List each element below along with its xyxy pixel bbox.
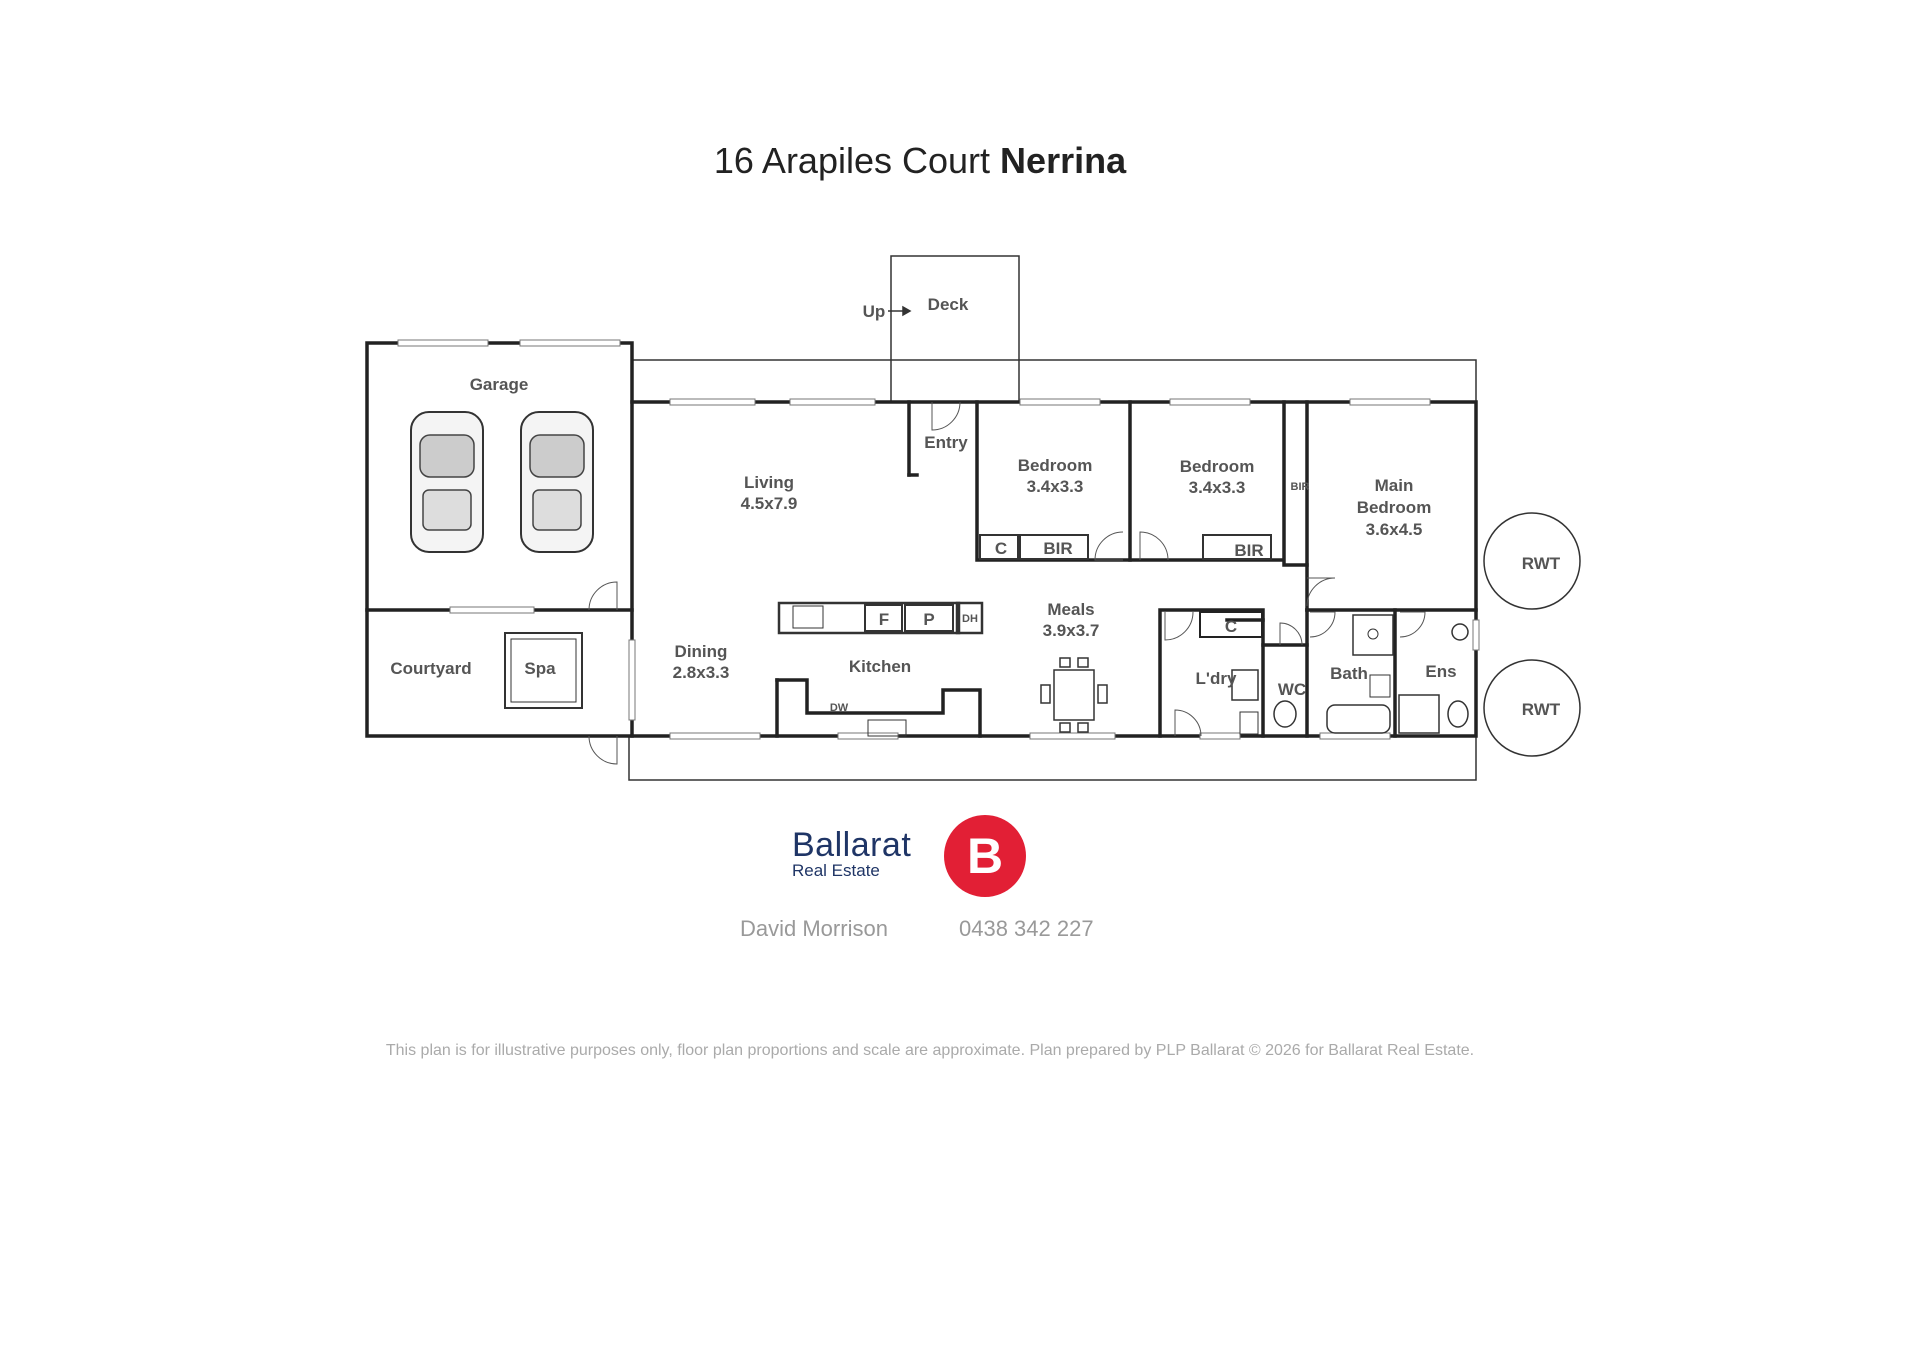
cupboard-c1-label: C: [995, 539, 1007, 558]
kitchen-sink: [867, 719, 907, 737]
bir2-robe: [1202, 534, 1272, 560]
cupboard-c2-label: C: [1225, 617, 1237, 636]
dining-label: Dining: [675, 642, 728, 661]
bath-tub: [1326, 704, 1391, 734]
laundry-tub: [1231, 669, 1259, 701]
meals-size: 3.9x3.7: [1043, 621, 1100, 640]
dw-label: DW: [830, 702, 849, 714]
main-bed-door: [1306, 577, 1336, 607]
bedroom-1-size: 3.4x3.3: [1027, 477, 1084, 496]
garage-door: [588, 581, 618, 611]
car-2: [520, 411, 594, 553]
cooktop: [792, 605, 824, 629]
living-size: 4.5x7.9: [741, 494, 798, 513]
main-bedroom-label-1: Main: [1375, 476, 1414, 495]
courtyard-label: Courtyard: [390, 659, 471, 678]
bedroom-front-wall: [975, 400, 1285, 562]
rwt-tank-1: [1483, 512, 1581, 610]
deck-label: Deck: [928, 295, 969, 314]
verandah-bottom-outline: [628, 736, 1477, 781]
main-bedroom-label-2: Bedroom: [1357, 498, 1432, 517]
brand-logo-icon: B: [944, 815, 1026, 897]
outdoor-outlines: [628, 255, 1581, 781]
vanity: [1352, 614, 1394, 656]
washing-machine: [1239, 711, 1259, 735]
shower: [1398, 694, 1440, 734]
kitchen-island: [775, 678, 982, 738]
ens-door: [1399, 611, 1426, 638]
dh-label: DH: [962, 613, 978, 625]
dining-size: 2.8x3.3: [673, 663, 730, 682]
bed1-door: [1094, 531, 1124, 561]
laundry-label: L'dry: [1196, 669, 1237, 688]
wc-label: WC: [1278, 680, 1306, 699]
bath-basin: [1369, 674, 1391, 698]
bed2-door: [1139, 531, 1169, 561]
main-bedroom-size: 3.6x4.5: [1366, 520, 1423, 539]
bir-2-label: BIR: [1234, 541, 1263, 560]
agent-phone: 0438 342 227: [959, 916, 1094, 941]
meals-label: Meals: [1047, 600, 1094, 619]
verandah-top-outline: [631, 359, 1477, 402]
bath-door: [1309, 611, 1336, 638]
car-1: [410, 411, 484, 553]
meals-table: [1053, 669, 1095, 721]
brand-name: Ballarat: [792, 826, 912, 864]
wc-toilet: [1273, 700, 1297, 728]
fridge-label: F: [879, 610, 889, 629]
laundry-ext-door: [1174, 709, 1202, 737]
laundry-door: [1164, 611, 1194, 641]
rwt-1-label: RWT: [1522, 554, 1561, 573]
courtyard-door: [588, 735, 618, 765]
deck-outline: [890, 255, 1020, 403]
laundry-walls: [1158, 608, 1265, 738]
bedroom-2-size: 3.4x3.3: [1189, 478, 1246, 497]
bir-3-label: BIR: [1291, 481, 1310, 493]
bedroom-2-label: Bedroom: [1180, 457, 1255, 476]
ens-toilet: [1447, 700, 1469, 728]
laundry-cupboard: [1199, 611, 1263, 638]
dh-cabinet: [955, 601, 984, 635]
bir-1-label: BIR: [1043, 539, 1072, 558]
ensuite-label: Ens: [1425, 662, 1456, 681]
pantry: [904, 604, 954, 632]
cars: [410, 411, 594, 553]
pantry-label: P: [923, 610, 934, 629]
brand-wordmark: Ballarat Real Estate: [792, 828, 911, 880]
room-labels: Deck Up Garage Courtyard Spa Entry Livin…: [390, 295, 1560, 719]
wc-door: [1279, 622, 1303, 646]
up-arrow: [888, 305, 912, 317]
kitchen-back-bench: [777, 601, 961, 635]
rwt-2-label: RWT: [1522, 700, 1561, 719]
up-label: Up: [863, 302, 886, 321]
fridge-space: [864, 604, 903, 632]
address: 16 Arapiles Court: [713, 140, 991, 181]
entry-door: [931, 401, 961, 431]
living-label: Living: [744, 473, 794, 492]
door-swings: [588, 401, 1426, 765]
entry-label: Entry: [924, 433, 968, 452]
bath-label: Bath: [1330, 664, 1368, 683]
disclaimer: This plan is for illustrative purposes o…: [385, 1042, 1475, 1059]
spa-outline: [504, 632, 583, 709]
rwt-tank-2: [1483, 659, 1581, 757]
bedroom-1-label: Bedroom: [1018, 456, 1093, 475]
cupboard-c1: [979, 534, 1019, 560]
spa-label: Spa: [524, 659, 556, 678]
ens-basin: [1451, 623, 1469, 641]
agent-name: David Morrison: [740, 916, 888, 941]
suburb: Nerrina: [1000, 140, 1127, 181]
brand-sub: Real Estate: [792, 861, 880, 880]
fixtures: [504, 534, 1469, 737]
bir-walls: [1282, 400, 1309, 567]
chairs: [1040, 657, 1108, 733]
kitchen-label: Kitchen: [849, 657, 911, 676]
page-title: 16 Arapiles Court Nerrina: [0, 140, 1840, 182]
bir1-robe: [1019, 534, 1089, 560]
garage-label: Garage: [470, 375, 529, 394]
